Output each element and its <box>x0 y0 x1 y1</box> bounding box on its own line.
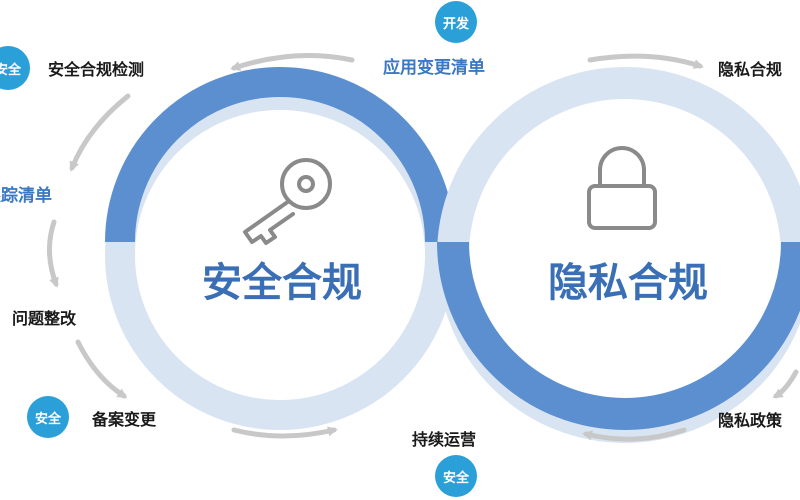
arrow-left-lower <box>75 339 128 399</box>
stage-security-check: 安全合规检测 <box>48 60 145 79</box>
cycle-arrows <box>46 53 799 442</box>
stage-app-change-list: 应用变更清单 <box>383 58 485 78</box>
arrow-bottom-left <box>231 426 338 439</box>
stage-privacy-compliance-top: 隐私合规 <box>718 60 783 79</box>
right-ring-dark-arc <box>437 241 800 430</box>
arrow-top-left <box>230 53 355 71</box>
badge-security-bottom: 安全 <box>435 455 477 497</box>
stage-filing-change: 备案变更 <box>92 410 157 429</box>
arrow-left-middle <box>46 219 59 288</box>
arrow-right-lower <box>772 369 799 399</box>
left-ring <box>105 67 455 430</box>
right-ring-title: 隐私合规 <box>548 260 708 306</box>
arrow-left-upper <box>69 93 131 172</box>
badge-security-bottom-left: 安全 <box>27 396 69 438</box>
key-icon <box>243 158 332 245</box>
arrow-bottom-right <box>582 427 687 442</box>
stage-issue-fix: 问题整改 <box>12 309 77 328</box>
badge-dev: 开发 <box>435 1 477 43</box>
stage-continuous-ops: 持续运营 <box>412 430 477 449</box>
left-ring-dark-arc <box>105 67 455 243</box>
stage-privacy-policy: 隐私政策 <box>718 411 783 430</box>
lock-icon <box>587 146 657 230</box>
right-ring <box>437 67 800 443</box>
arrow-top-right <box>587 53 704 69</box>
left-ring-title: 安全合规 <box>202 260 362 306</box>
stage-tracking-list: 跟踪清单 <box>0 186 52 206</box>
